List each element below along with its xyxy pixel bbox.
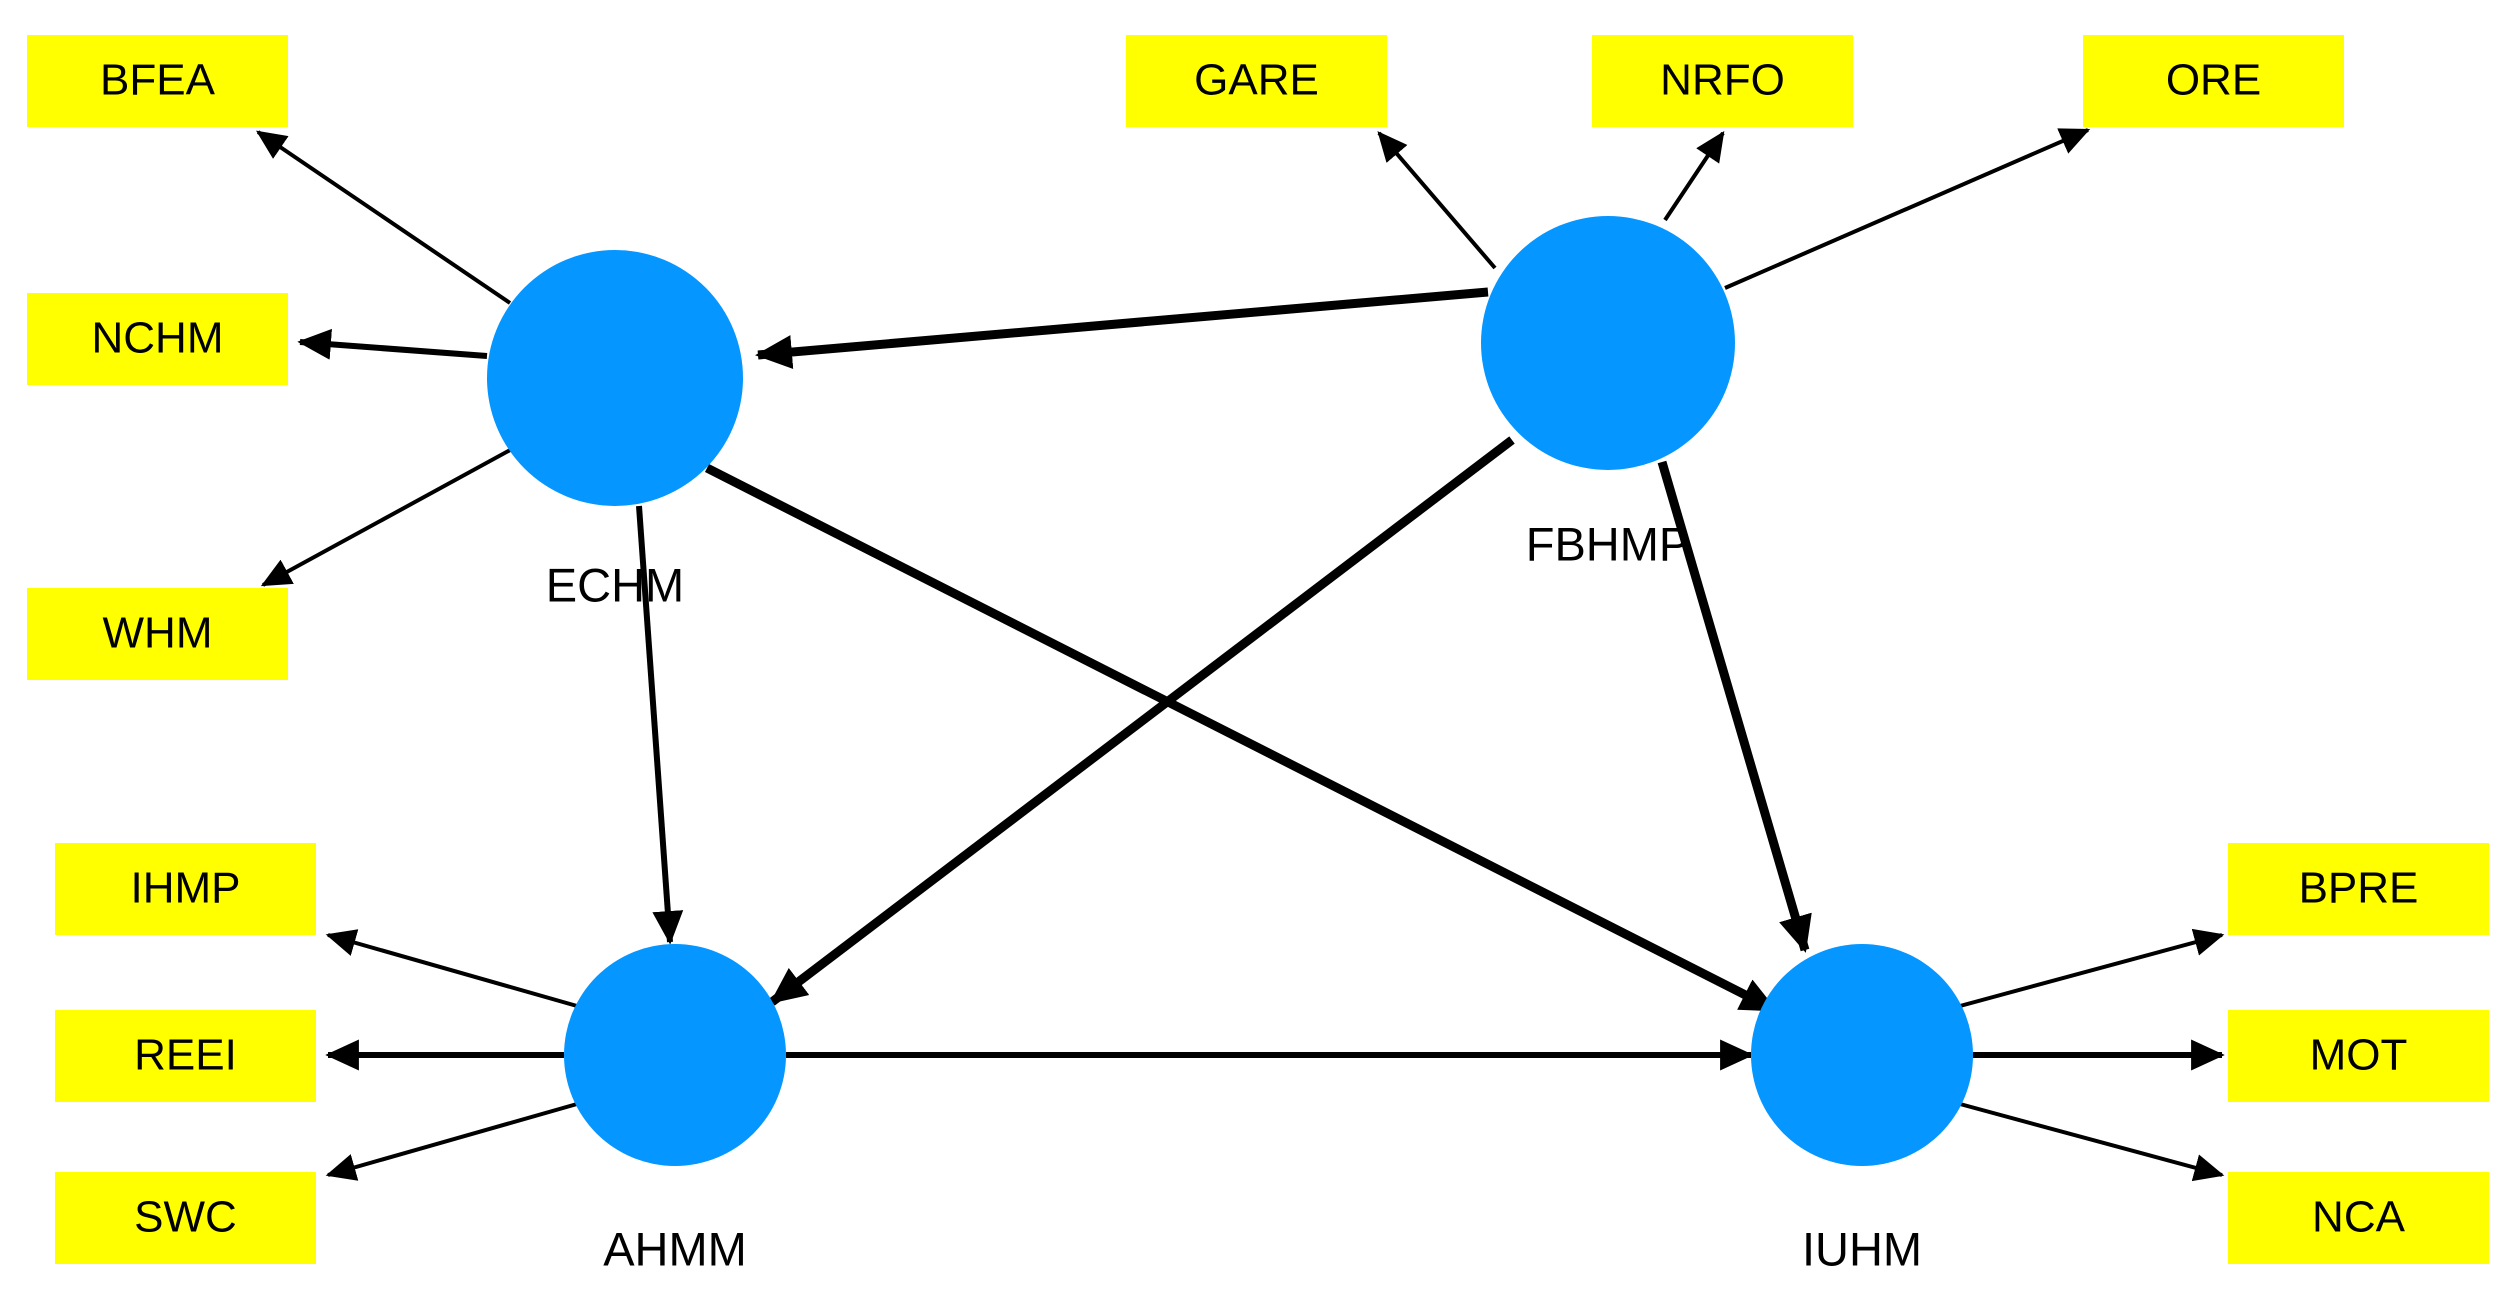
indicator-node-bfea[interactable]: BFEA bbox=[27, 35, 288, 127]
edge-fbhmp-to-echm bbox=[755, 287, 1489, 369]
construct-label-echm: ECHM bbox=[546, 558, 684, 611]
indicator-label-bpre: BPRE bbox=[2299, 864, 2419, 913]
indicator-node-swc[interactable]: SWC bbox=[55, 1172, 316, 1264]
indicator-label-swc: SWC bbox=[134, 1193, 237, 1242]
indicator-node-whm[interactable]: WHM bbox=[27, 588, 288, 680]
indicator-label-ihmp: IHMP bbox=[131, 864, 241, 913]
indicator-rect-nrfo bbox=[1592, 35, 1853, 127]
edge-echm-to-ahmm bbox=[636, 505, 684, 945]
indicator-node-nrfo[interactable]: NRFO bbox=[1592, 35, 1853, 127]
edge-echm-to-bfea bbox=[256, 130, 512, 305]
indicator-node-bpre[interactable]: BPRE bbox=[2228, 843, 2489, 935]
indicator-label-nchm: NCHM bbox=[92, 314, 224, 363]
construct-label-fbhmp: FBHMP bbox=[1526, 517, 1691, 570]
indicator-rect-bpre bbox=[2228, 843, 2489, 935]
indicator-rect-swc bbox=[55, 1172, 316, 1264]
construct-label-ahmm: AHMM bbox=[603, 1222, 747, 1275]
indicator-label-gare: GARE bbox=[1194, 56, 1319, 105]
indicator-rect-mot bbox=[2228, 1010, 2489, 1102]
edges-layer bbox=[256, 128, 2225, 1182]
indicator-node-gare[interactable]: GARE bbox=[1126, 35, 1387, 127]
edge-fbhmp-to-nrfo bbox=[1663, 131, 1725, 222]
edge-echm-to-nchm bbox=[297, 328, 488, 360]
indicator-rect-nca bbox=[2228, 1172, 2489, 1264]
indicator-rect-gare bbox=[1126, 35, 1387, 127]
construct-node-echm[interactable] bbox=[487, 250, 743, 506]
edge-echm-to-iuhm bbox=[704, 463, 1778, 1015]
indicator-rect-nchm bbox=[27, 293, 288, 385]
edge-fbhmp-to-iuhm bbox=[1657, 460, 1812, 953]
indicator-rect-reei bbox=[55, 1010, 316, 1102]
edge-iuhm-to-bpre bbox=[1959, 928, 2225, 1008]
construct-node-iuhm[interactable] bbox=[1751, 944, 1973, 1166]
indicator-label-mot: MOT bbox=[2310, 1031, 2408, 1080]
edge-echm-to-whm bbox=[260, 447, 513, 587]
indicator-label-ore: ORE bbox=[2166, 56, 2261, 105]
construct-node-fbhmp[interactable] bbox=[1481, 216, 1735, 470]
indicator-node-reei[interactable]: REEI bbox=[55, 1010, 316, 1102]
indicators-layer: BFEA NCHM WHM GARE NRFO ORE IHMP REEI SWC BPRE MOT… bbox=[27, 35, 2489, 1264]
construct-label-iuhm: IUHM bbox=[1802, 1222, 1922, 1275]
indicator-label-nrfo: NRFO bbox=[1660, 56, 1785, 105]
indicator-rect-ore bbox=[2083, 35, 2344, 127]
construct-labels-layer: ECHM FBHMP AHMM IUHM bbox=[546, 517, 1922, 1275]
indicator-label-reei: REEI bbox=[134, 1031, 237, 1080]
edge-fbhmp-to-gare bbox=[1377, 131, 1497, 270]
indicator-node-ore[interactable]: ORE bbox=[2083, 35, 2344, 127]
indicator-node-mot[interactable]: MOT bbox=[2228, 1010, 2489, 1102]
indicator-label-nca: NCA bbox=[2312, 1193, 2406, 1242]
edge-ahmm-to-ihmp bbox=[325, 929, 578, 1008]
construct-node-ahmm[interactable] bbox=[564, 944, 786, 1166]
edge-iuhm-to-nca bbox=[1959, 1102, 2225, 1182]
indicator-rect-bfea bbox=[27, 35, 288, 127]
constructs-layer bbox=[487, 216, 1973, 1166]
edge-fbhmp-to-ore bbox=[1724, 128, 2091, 290]
indicator-rect-ihmp bbox=[55, 843, 316, 935]
indicator-rect-whm bbox=[27, 588, 288, 680]
edge-ahmm-to-swc bbox=[325, 1102, 578, 1181]
indicator-label-bfea: BFEA bbox=[100, 56, 216, 105]
edge-fbhmp-to-ahmm bbox=[769, 436, 1515, 1006]
indicator-node-nca[interactable]: NCA bbox=[2228, 1172, 2489, 1264]
indicator-label-whm: WHM bbox=[103, 609, 213, 658]
indicator-node-nchm[interactable]: NCHM bbox=[27, 293, 288, 385]
indicator-node-ihmp[interactable]: IHMP bbox=[55, 843, 316, 935]
